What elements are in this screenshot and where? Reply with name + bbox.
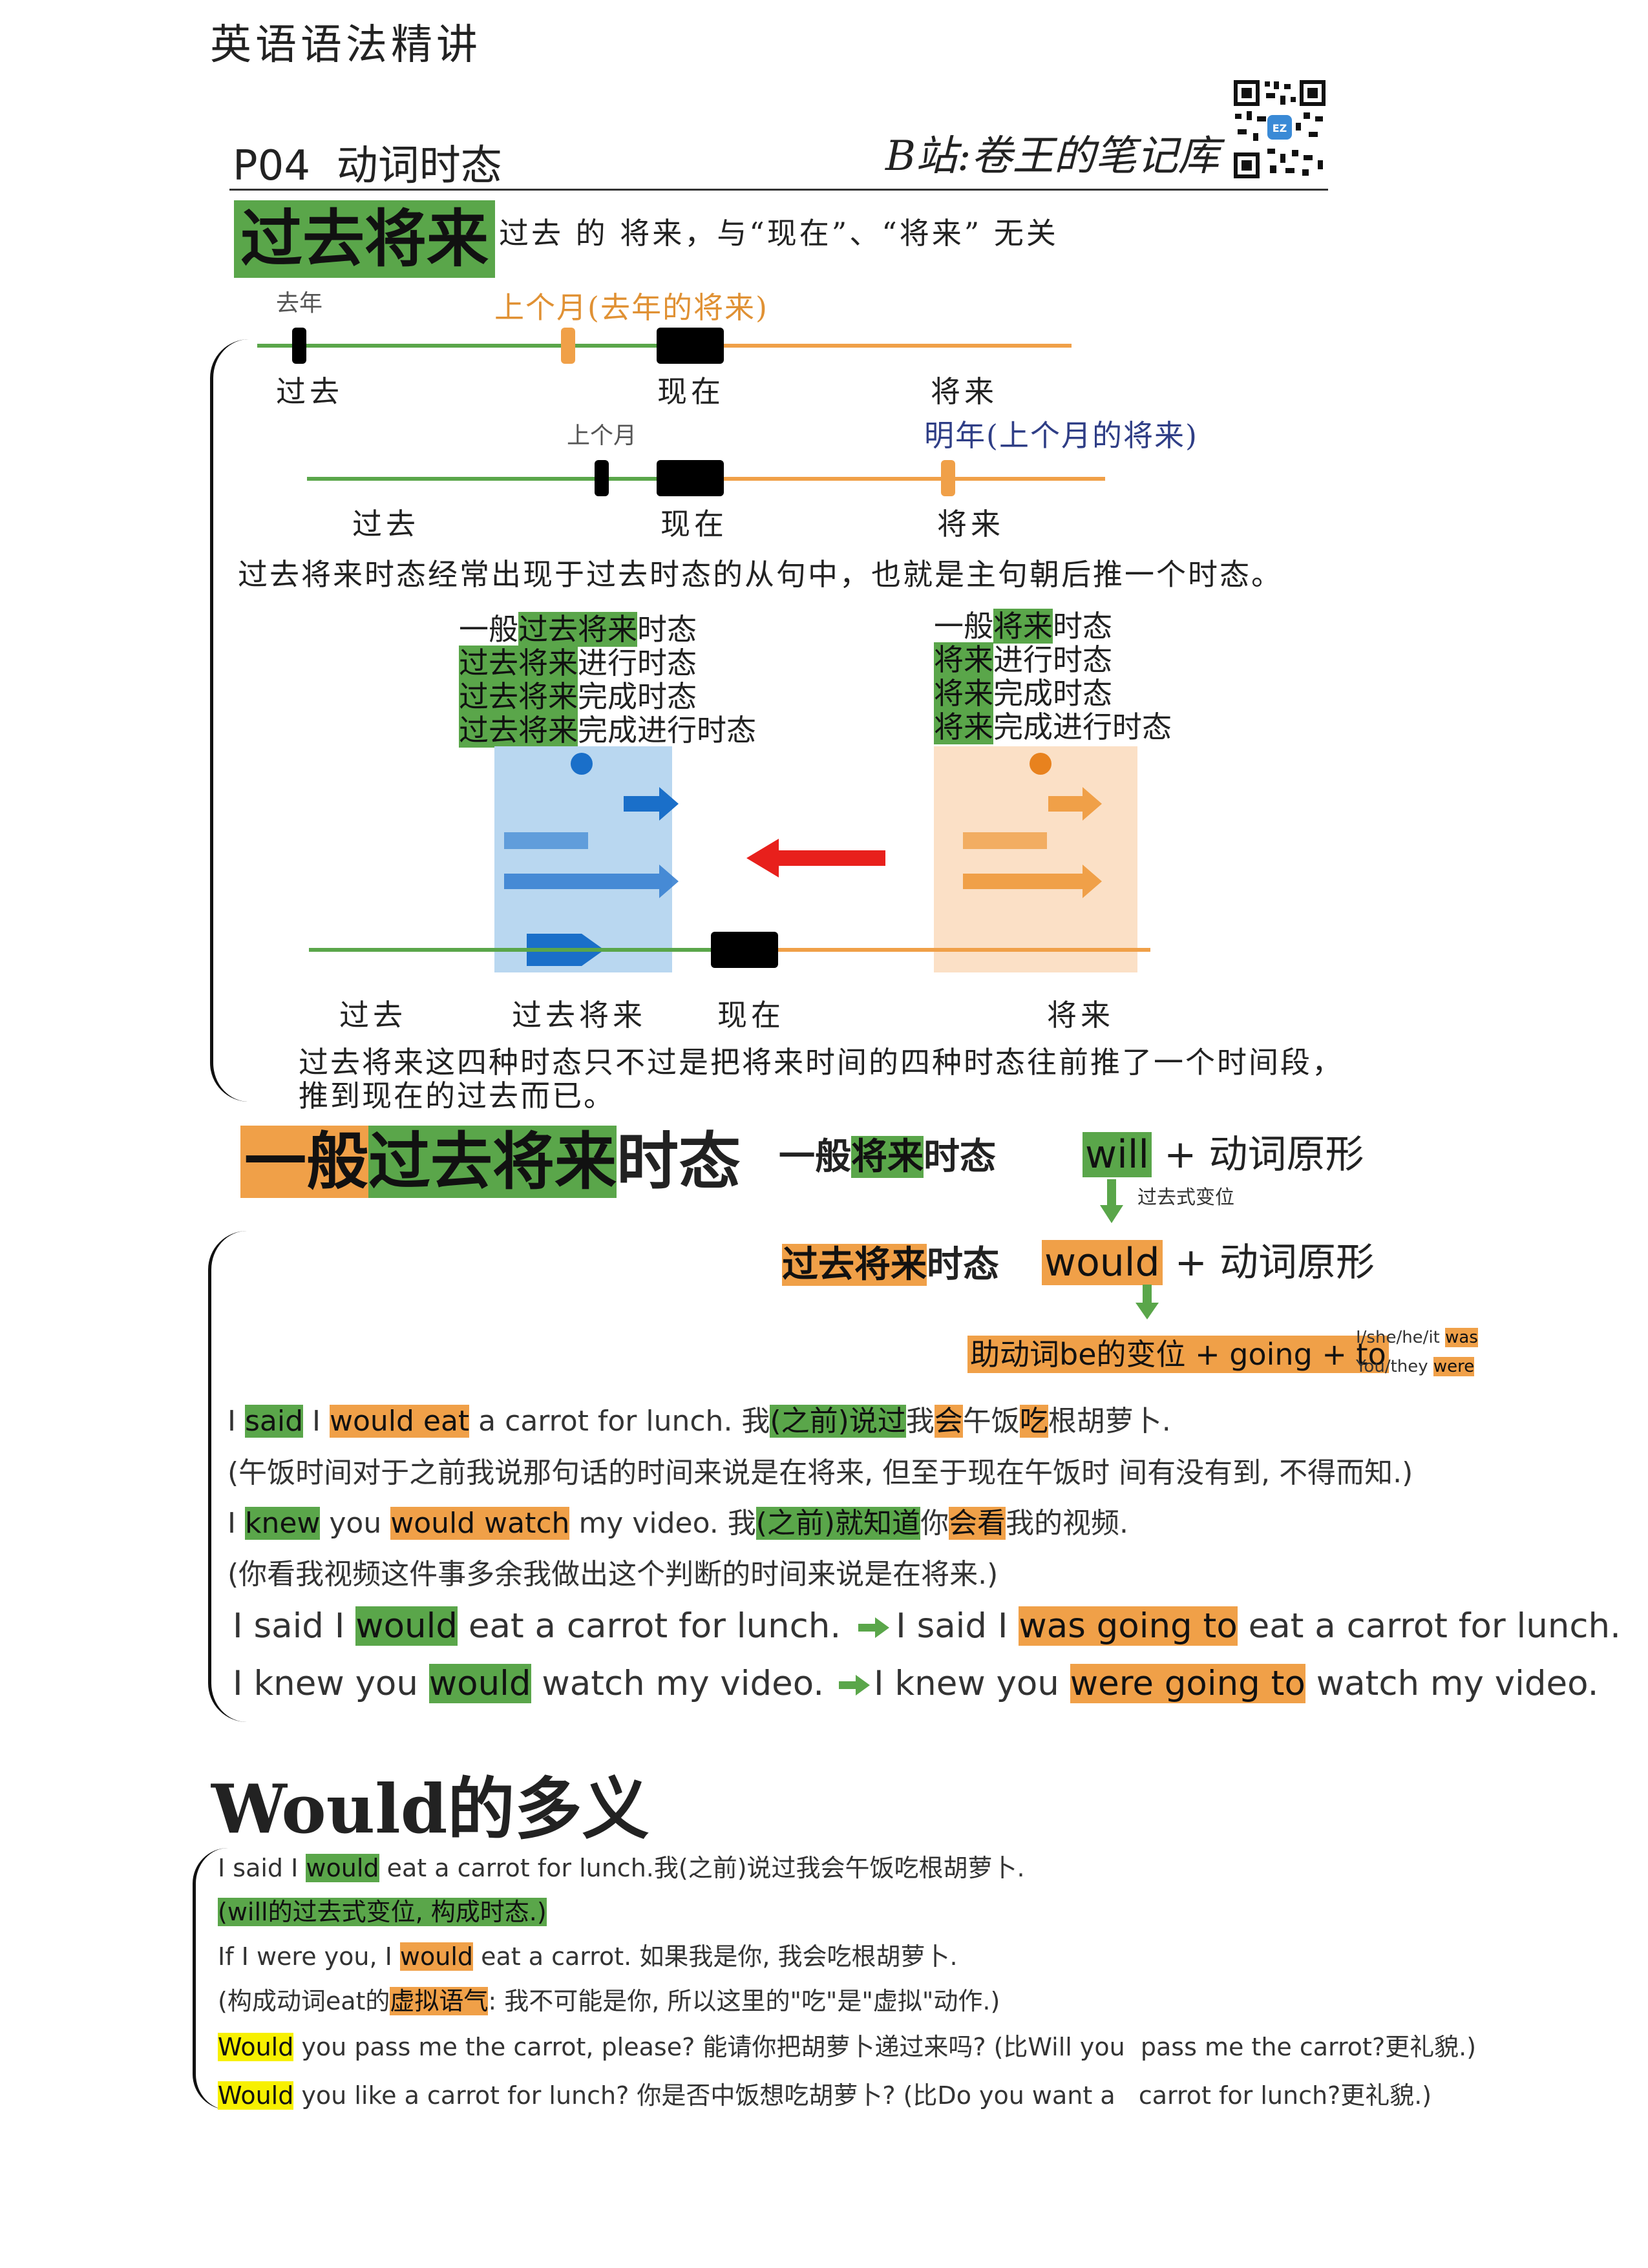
blue-arrow-icon — [504, 865, 679, 898]
timeline2-small-label: 上个月 — [567, 423, 637, 449]
right-arrow-icon — [858, 1608, 890, 1648]
timeline1-lastmonth-marker — [561, 328, 575, 364]
header-divider — [229, 189, 1328, 191]
would-usage-2-note: (构成动词eat的虚拟语气: 我不可能是你, 所以这里的"吃"是"虚拟"动作.) — [218, 1987, 1000, 2015]
blue-dot-icon — [571, 753, 593, 775]
orange-dot-icon — [1030, 753, 1051, 775]
timeline2-highlight-label: 明年(上个月的将来) — [924, 418, 1198, 453]
future-box — [934, 746, 1137, 972]
channel-label: B站:卷王的笔记库 — [885, 132, 1220, 180]
section1-conclusion-line1: 过去将来这四种时态只不过是把将来时间的四种时态往前推了一个时间段， — [299, 1045, 1344, 1080]
list-item: 将来进行时态 — [934, 642, 1112, 677]
example-note-1: (午饭时间对于之前我说那句话的时间来说是在将来, 但至于现在午饭时 间有没有到,… — [227, 1456, 1413, 1489]
past-future-box — [494, 746, 672, 972]
tense-shift-diagram — [297, 743, 1189, 989]
was-note: I/she/he/it was — [1356, 1328, 1478, 1347]
timeline3-past-line — [309, 948, 723, 952]
timeline2-now-label: 现在 — [660, 507, 728, 541]
timeline3-past-future-label: 过去将来 — [512, 998, 646, 1033]
right-arrow-icon — [838, 1666, 870, 1705]
orange-arrow-icon — [963, 865, 1102, 898]
list-item: 将来完成进行时态 — [934, 709, 1172, 744]
past-tense-note: 过去式变位 — [1137, 1186, 1234, 1209]
list-item: 过去将来完成时态 — [459, 679, 697, 714]
timeline1-past-line — [257, 344, 658, 348]
would-usage-1-note: (will的过去式变位, 构成时态.) — [218, 1898, 547, 1926]
timeline2-nextyear-marker — [941, 460, 955, 496]
timeline1-highlight-label: 上个月(去年的将来) — [494, 290, 768, 325]
conversion-line-2: I knew you would watch my video. I knew … — [233, 1664, 1598, 1705]
would-usage-2: If I were you, I would eat a carrot. 如果我… — [218, 1942, 958, 1971]
list-item: 将来完成时态 — [934, 676, 1112, 711]
timeline1-future-label: 将来 — [931, 374, 998, 409]
timeline1-now-marker — [657, 328, 724, 364]
example-note-2: (你看我视频这件事多余我做出这个判断的时间来说是在将来.) — [227, 1558, 998, 1591]
simple-future-label: 一般将来时态 — [779, 1136, 996, 1178]
timeline1-past-label: 过去 — [276, 374, 343, 409]
were-note: You/they were — [1356, 1357, 1475, 1376]
timeline3-now-label: 现在 — [717, 998, 785, 1033]
orange-arrow-icon — [1048, 787, 1102, 821]
list-item: 过去将来完成进行时态 — [459, 713, 756, 748]
blue-bar-icon — [504, 832, 588, 849]
down-arrow-icon — [1100, 1179, 1123, 1227]
section3-title: Would的多义 — [211, 1769, 650, 1849]
conversion-line-1: I said I would eat a carrot for lunch. I… — [233, 1606, 1621, 1648]
would-formula: would + 动词原形 — [1042, 1231, 1375, 1287]
past-future-tense-list: 一般过去将来时态 过去将来进行时态 过去将来完成时态 过去将来完成进行时态 — [459, 612, 756, 748]
past-future-label: 过去将来时态 — [782, 1244, 999, 1286]
timeline2-future-line — [659, 477, 1105, 481]
section2-brace — [208, 1231, 250, 1722]
would-usage-3: Would you pass me the carrot, please? 能请… — [218, 2033, 1477, 2061]
timeline3-future-label: 将来 — [1047, 998, 1114, 1033]
timeline1-small-label: 去年 — [276, 290, 323, 317]
timeline2-lastmonth-marker — [595, 460, 609, 496]
section1-brace — [210, 339, 252, 1102]
section3-brace — [193, 1848, 228, 2110]
section1-title: 过去将来 — [234, 200, 495, 278]
orange-bar-icon — [963, 832, 1047, 849]
section2-title: 一般过去将来时态 — [240, 1123, 741, 1201]
timeline3-now-marker — [711, 932, 778, 968]
red-arrow-icon — [746, 839, 885, 877]
qr-badge: EZ — [1273, 122, 1287, 134]
future-tense-list: 一般将来时态 将来进行时态 将来完成时态 将来完成进行时态 — [934, 609, 1172, 744]
be-going-to-formula: 助动词be的变位 + going + to — [967, 1331, 1389, 1374]
timeline2-past-line — [307, 477, 659, 481]
would-usage-4: Would you like a carrot for lunch? 你是否中饭… — [218, 2081, 1432, 2110]
qr-code-icon: EZ — [1231, 78, 1328, 181]
example-sentence-2: I knew you would watch my video. 我(之前)就知… — [227, 1507, 1129, 1540]
list-item: 一般将来时态 — [934, 609, 1112, 644]
lesson-title: P04 动词时态 — [233, 142, 502, 190]
would-usage-1: I said I would eat a carrot for lunch.我(… — [218, 1854, 1025, 1882]
book-title: 英语语法精讲 — [210, 21, 481, 69]
will-formula: will + 动词原形 — [1083, 1123, 1364, 1179]
timeline3-past-label: 过去 — [339, 998, 407, 1033]
timeline1-future-line — [658, 344, 1072, 348]
timeline2-past-label: 过去 — [352, 507, 419, 541]
section1-note: 过去将来时态经常出现于过去时态的从句中，也就是主句朝后推一个时态。 — [238, 557, 1283, 592]
down-arrow-icon — [1136, 1285, 1159, 1323]
timeline2-now-marker — [657, 460, 724, 496]
timeline1-now-label: 现在 — [657, 374, 724, 409]
list-item: 一般过去将来时态 — [459, 612, 697, 647]
list-item: 过去将来进行时态 — [459, 646, 697, 680]
section1-subtitle: 过去 的 将来，与“现在”、“将来” 无关 — [499, 216, 1059, 251]
timeline1-lastyear-marker — [292, 328, 306, 364]
section1-conclusion-line2: 推到现在的过去而已。 — [299, 1078, 615, 1113]
blue-arrow-icon — [624, 787, 679, 821]
timeline3-future-line — [723, 948, 1150, 952]
timeline2-future-label: 将来 — [937, 507, 1004, 541]
example-sentence-1: I said I would eat a carrot for lunch. 我… — [227, 1405, 1171, 1438]
